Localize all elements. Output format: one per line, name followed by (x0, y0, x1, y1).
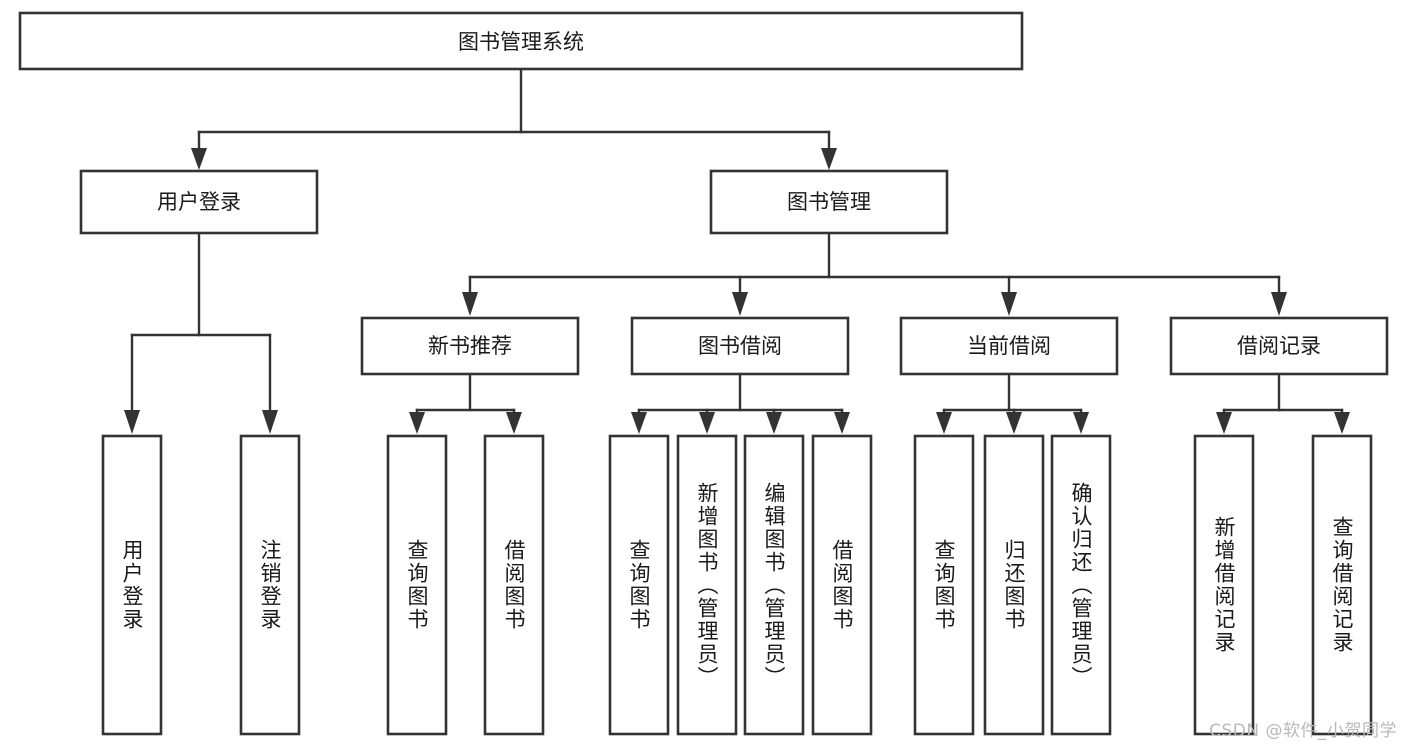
node-box-leaf-add-borrow-record[interactable] (1193, 434, 1255, 736)
node-box-leaf-borrow-book-recommend[interactable] (483, 434, 545, 736)
connector-layer (124, 67, 1350, 434)
arrowhead-bookborrow-to-leaf-1 (631, 412, 647, 434)
node-box-leaf-confirm-return-admin[interactable] (1050, 434, 1112, 736)
node-box-leaf-user-login[interactable] (101, 434, 163, 736)
node-box-book-management[interactable] (709, 169, 949, 235)
node-box-leaf-query-borrow-record[interactable] (1311, 434, 1373, 736)
arrowhead-newbook-to-leaf-1 (409, 412, 425, 434)
arrowhead-bm-to-book-borrow (732, 292, 748, 316)
node-box-root[interactable] (18, 11, 1024, 71)
arrowhead-borrowrecord-to-leaf-2 (1334, 412, 1350, 434)
node-box-user-login[interactable] (79, 169, 319, 235)
arrowhead-bookborrow-to-leaf-4 (834, 412, 850, 434)
node-box-leaf-query-book-recommend[interactable] (386, 434, 448, 736)
node-box-borrow-record[interactable] (1169, 316, 1389, 376)
node-label-current-borrow: 当前借阅 (967, 334, 1051, 358)
arrowhead-borrowrecord-to-leaf-1 (1216, 412, 1232, 434)
node-label-root: 图书管理系统 (458, 30, 584, 54)
arrowhead-root-to-user-login (191, 148, 207, 170)
arrowhead-bm-to-new-book (462, 292, 478, 316)
node-label-new-book-recommend: 新书推荐 (428, 334, 512, 358)
node-box-leaf-borrow-book[interactable] (811, 434, 873, 736)
node-box-new-book-recommend[interactable] (360, 316, 580, 376)
arrowhead-bm-to-current-borrow (1001, 292, 1017, 316)
arrowhead-currentborrow-to-leaf-1 (936, 412, 952, 434)
node-box-current-borrow[interactable] (899, 316, 1119, 376)
node-label-book-borrow: 图书借阅 (698, 334, 782, 358)
arrowhead-currentborrow-to-leaf-3 (1073, 412, 1089, 434)
arrowhead-bookborrow-to-leaf-2 (699, 412, 715, 434)
node-box-leaf-return-book[interactable] (983, 434, 1045, 736)
node-label-book-management: 图书管理 (787, 190, 871, 214)
node-label-user-login: 用户登录 (157, 190, 241, 214)
node-layer: 图书管理系统 用户登录 图书管理 新书推荐 图书借阅 当前借阅 借阅记录 (18, 11, 1389, 736)
node-box-leaf-logout-login[interactable] (239, 434, 301, 736)
arrowhead-root-to-book-management (821, 148, 837, 170)
node-box-leaf-add-book-admin[interactable] (676, 434, 738, 736)
node-label-borrow-record: 借阅记录 (1237, 334, 1321, 358)
arrowhead-bm-to-borrow-record (1271, 292, 1287, 316)
node-box-book-borrow[interactable] (630, 316, 850, 376)
node-box-leaf-edit-book-admin[interactable] (743, 434, 805, 736)
arrowhead-bookborrow-to-leaf-3 (766, 412, 782, 434)
node-box-leaf-query-book-current[interactable] (913, 434, 975, 736)
arrowhead-user-login-to-leaf-2 (262, 410, 278, 434)
arrowhead-currentborrow-to-leaf-2 (1006, 412, 1022, 434)
watermark-text: CSDN @软件_小贺同学 (1209, 721, 1397, 741)
arrowhead-newbook-to-leaf-2 (506, 412, 522, 434)
node-box-leaf-query-book-borrow[interactable] (608, 434, 670, 736)
arrowhead-user-login-to-leaf-1 (124, 410, 140, 434)
